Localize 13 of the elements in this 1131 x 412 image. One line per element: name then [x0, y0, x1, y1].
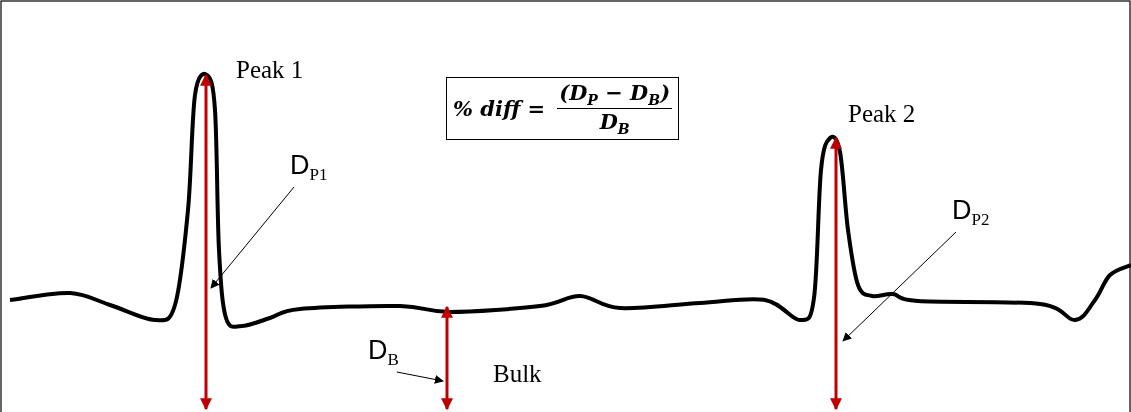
fraction-numerator: (D$_{P}$ − D$_{B}$) [557, 80, 673, 110]
measure-label: D$_{P1}$ [290, 152, 328, 183]
peak-label: Peak 1 [236, 56, 304, 84]
leader-line [842, 231, 957, 342]
leader-line [210, 186, 295, 289]
peak-label: Peak 2 [848, 100, 916, 128]
measure-label: D$_{P2}$ [952, 197, 990, 228]
fraction-denominator: D$_{B}$ [599, 109, 630, 138]
formula-text: % diff = [453, 96, 546, 122]
measure-label: D$_{B}$ [368, 337, 399, 368]
peak-label: Bulk [493, 360, 542, 388]
formula-box [446, 77, 680, 141]
leader-line [396, 371, 444, 384]
